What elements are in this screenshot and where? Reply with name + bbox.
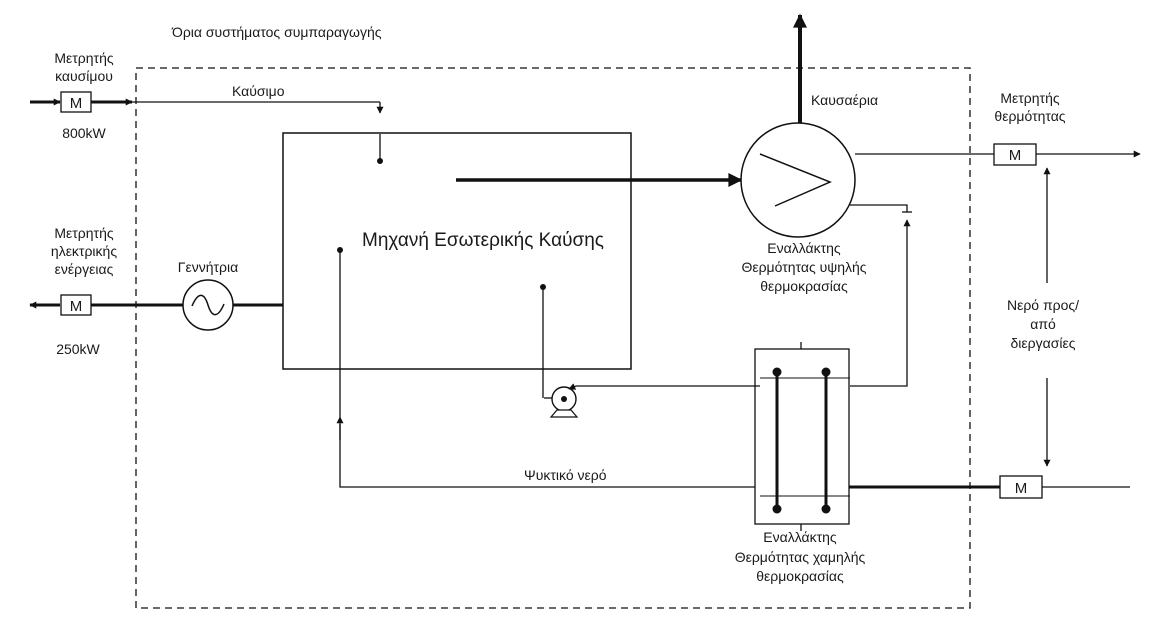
hx-low-label-2: Θερμότητας χαμηλής xyxy=(735,549,866,565)
hx-low-node-tl xyxy=(772,367,782,377)
engine-label: Μηχανή Εσωτερικής Καύσης xyxy=(362,230,604,251)
hx-low-node-br xyxy=(821,504,831,514)
fuel-label: Καύσιμο xyxy=(232,83,285,99)
power-meter-symbol: M xyxy=(70,298,83,315)
hx-high-label-3: θερμοκρασίας xyxy=(760,278,848,294)
hx-high-coil xyxy=(759,153,832,207)
coolant-pump-base xyxy=(549,409,579,418)
hx-high-label-1: Εναλλάκτης xyxy=(767,240,841,256)
hx-low-label-3: θερμοκρασίας xyxy=(756,568,844,584)
power-meter-label-1: Μετρητής xyxy=(54,225,114,241)
fuel-meter-value: 800kW xyxy=(62,125,106,141)
fuel-injector-node xyxy=(377,158,383,164)
coolant-supply-node xyxy=(540,284,546,290)
engine-block xyxy=(282,132,632,370)
process-water-label-1: Νερό προς/ xyxy=(1007,297,1079,313)
fuel-meter-label-2: καυσίμου xyxy=(55,68,113,84)
return-meter-symbol: M xyxy=(1015,480,1028,497)
coolant-engine-node xyxy=(337,247,343,253)
hx-high-inlet-line xyxy=(850,204,908,212)
hx-high-symbol xyxy=(740,122,856,238)
exhaust-label: Καυσαέρια xyxy=(811,92,878,108)
process-water-label-3: διεργασίες xyxy=(1011,335,1076,351)
coolant-pump-hub xyxy=(561,396,567,402)
system-boundary xyxy=(135,67,971,609)
hx-low-frame xyxy=(754,348,850,525)
generator-sine-icon xyxy=(191,294,225,316)
heat-meter-label-1: Μετρητής xyxy=(1000,90,1060,106)
process-water-label-2: από xyxy=(1030,316,1056,332)
heat-meter-symbol: M xyxy=(1009,147,1022,164)
power-meter-value: 250kW xyxy=(56,341,100,357)
power-meter-label-3: ενέργειας xyxy=(55,261,114,277)
fuel-meter-symbol: M xyxy=(70,95,83,112)
hx-low-node-tr xyxy=(821,367,831,377)
pump-outlet-arrow xyxy=(568,383,577,390)
coolant-return-line xyxy=(339,424,755,488)
hx-low-label-1: Εναλλάκτης xyxy=(763,529,837,545)
generator-label: Γεννήτρια xyxy=(178,259,238,275)
hx-low-node-bl xyxy=(772,504,782,514)
heat-meter-label-2: θερμότητας xyxy=(994,108,1065,124)
coolant-label: Ψυκτικό νερό xyxy=(524,467,607,483)
hx-high-label-2: Θερμότητας υψηλής xyxy=(741,259,866,275)
fuel-meter-label-1: Μετρητής xyxy=(54,50,114,66)
power-meter-label-2: ηλεκτρικής xyxy=(51,243,117,259)
boundary-label: Όρια συστήματος συμπαραγωγής xyxy=(171,24,382,40)
preheated-water-line xyxy=(850,219,911,387)
